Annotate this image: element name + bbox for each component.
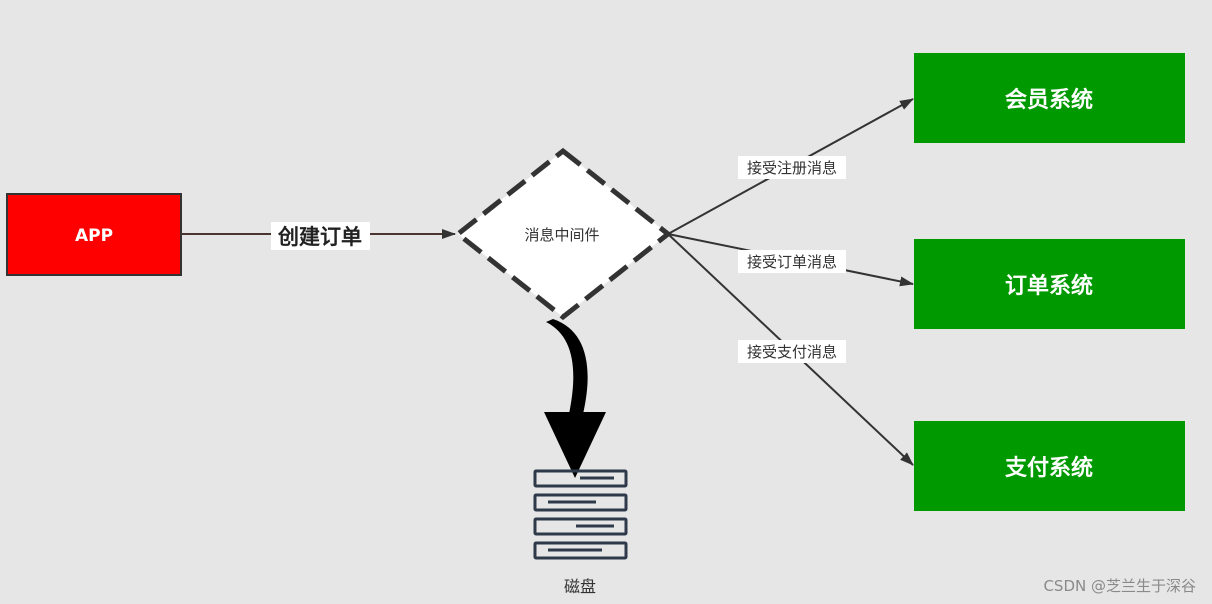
app-node: APP	[6, 193, 182, 276]
to-payment-label-bg	[738, 340, 846, 363]
edge-create-order: 创建订单	[181, 222, 456, 250]
payment-label: 支付系统	[1005, 455, 1093, 481]
to-payment-label: 接受支付消息	[747, 343, 837, 361]
broker-label: 消息中间件	[524, 226, 599, 244]
persist-arrow-shaft	[546, 319, 588, 414]
broker-node: 消息中间件	[453, 147, 673, 321]
payment-box	[914, 421, 1185, 511]
member-box	[914, 53, 1185, 143]
order-box	[914, 239, 1185, 329]
edge-to-payment: 接受支付消息	[667, 233, 914, 466]
disk-label: 磁盘	[564, 577, 596, 596]
to-order-label-bg	[738, 250, 846, 273]
create-order-label-bg	[271, 222, 370, 250]
to-member-label-bg	[738, 156, 846, 179]
disk-icon	[533, 469, 628, 560]
create-order-label: 创建订单	[277, 225, 362, 249]
order-node: 订单系统	[914, 239, 1185, 329]
watermark: CSDN @芝兰生于深谷	[1043, 577, 1196, 595]
persist-arrow-head	[544, 412, 606, 478]
member-node: 会员系统	[914, 53, 1185, 143]
persist-arrow	[544, 319, 606, 478]
broker-diamond	[453, 147, 673, 321]
to-member-label: 接受注册消息	[747, 159, 837, 177]
payment-node: 支付系统	[914, 421, 1185, 511]
edge-to-order: 接受订单消息	[667, 233, 914, 287]
member-label: 会员系统	[1005, 87, 1093, 113]
app-box	[6, 193, 182, 276]
app-label: APP	[75, 226, 113, 246]
order-label: 订单系统	[1005, 273, 1093, 299]
to-order-label: 接受订单消息	[747, 253, 837, 271]
edge-to-member: 接受注册消息	[667, 98, 914, 235]
